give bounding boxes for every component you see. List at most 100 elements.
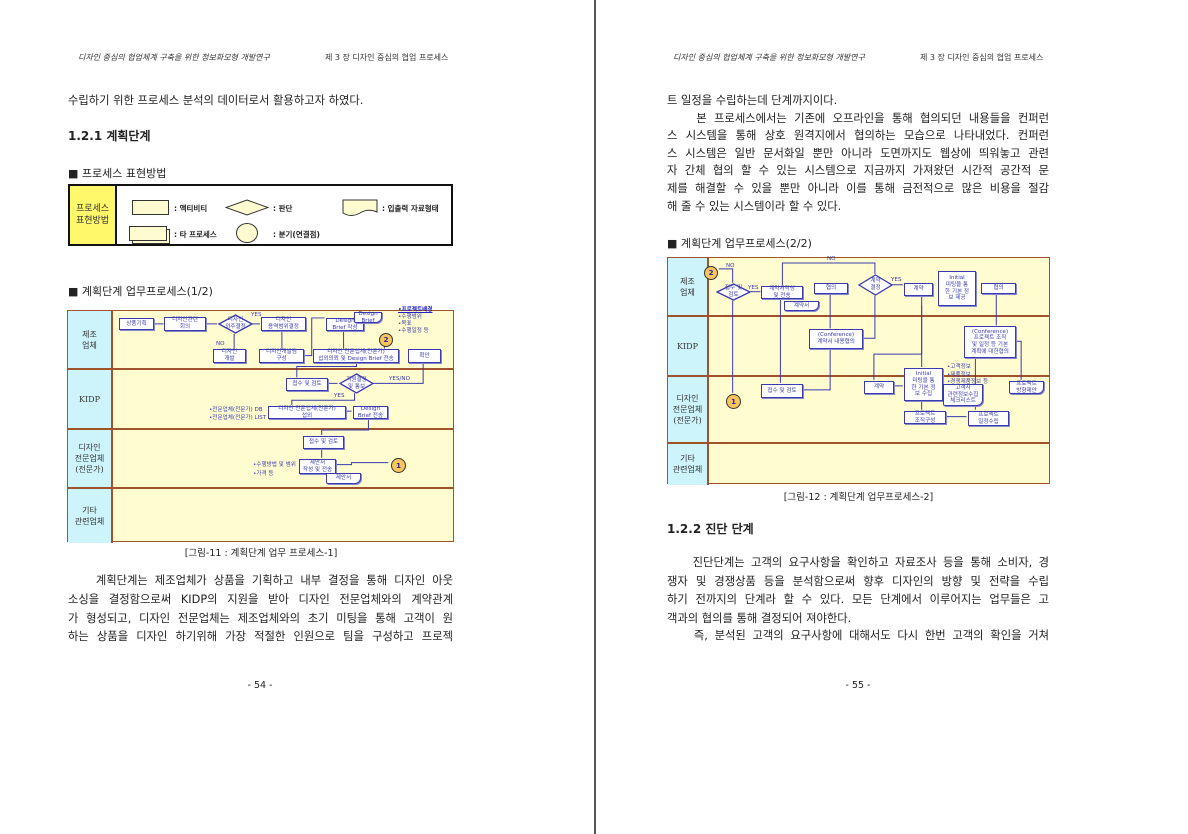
activity-contract-writing: 계약서작성 및 전송 [761,286,803,299]
label-yes: YES [891,277,902,283]
activity-request-firm: 디자인 전문업체(전문가) 섭외의뢰 및 Design Brief 전송 [313,349,399,363]
label-no: NO [827,256,836,262]
body-line: 객과의 협의를 통해 결정되어 져야한다. [667,612,852,625]
body-line: 스 시스템은 일반 문서화일 뿐만 아니라 도면까지도 웹상에 띄워놓고 관련 [667,147,1049,160]
decision-label: 디자인 외주결정 [225,317,246,330]
activity-scope-decision: 디자인 용역범위결정 [261,317,306,331]
body-line: 하는 상품을 디자인 하기위해 가장 적절한 인원으로 팀을 구성하고 프로젝 [68,630,453,643]
label-yes-no: YES/NO [389,376,410,382]
body-line: 진단단계는 고객의 요구사항을 확인하고 자료조사 등을 통해 소비자, 경 [667,556,1049,569]
activity-project-organization: 프로젝트 조직구성 [904,411,946,424]
legend-decision: : 판단 [273,204,293,213]
activity-conference-contract: (Conference) 계약서 내용협의 [809,329,863,349]
legend-other-process: : 타 프로세스 [174,230,217,239]
note: •수행방법 및 범위 [253,462,296,468]
activity-firm-review: 접수 및 검토 [303,436,344,449]
diagram-heading: ■ 계획단계 업무프로세스(2/2) [667,237,812,250]
connector-lines [153,317,424,466]
connector-2: 2 [379,333,393,347]
lane-other: 기타 관련업체 [668,443,709,485]
body-line: 가 형성되고, 디자인 전문업체는 제조업체와의 초기 미팅을 통해 고객이 원 [68,612,453,625]
note: •목표 [398,321,412,327]
activity-shape-icon [132,200,169,215]
label-yes: YES [748,285,759,291]
legend-heading: ■ 프로세스 표현방법 [68,167,167,180]
label-no: NO [216,341,225,347]
activity-proposal: 제안서 작성 및 전송 [299,459,336,474]
page-number: - 54 - [247,680,273,691]
decision-design-outsourcing: 디자인 외주결정 [218,314,253,334]
lane-manufacturer: 제조 업체 [68,311,113,369]
running-header-chapter: 제 3 장 디자인 중심의 협업 프로세스 [325,53,449,62]
body-line: 본 프로세스에서는 기존에 오프라인을 통해 협의되던 내용들을 컨퍼런 [667,112,1049,125]
body-line: 제를 해결할 수 있을 뿐만 아니라 이를 통해 금전적으로 많은 비용을 절감 [667,182,1049,195]
note: •수행범위 [398,314,422,320]
activity-initial-meeting-collect: Initial 미팅을 통 한 기본 정 보 수집 [904,368,943,401]
document-contract: 계약서 [784,301,819,311]
note: •가격 등 [253,471,274,477]
body-line: 수립하기 위한 프로세스 분석의 데이터로서 활용하고자 하였다. [68,94,364,107]
legend-box: 프로세스 표현방법 : 액티비티 : 판단 : 입출력 자료형태 : 타 프로세… [68,184,453,246]
legend-document: : 입출력 자료형태 [382,204,439,213]
process-diagram-1: 제조 업체 KIDP 디자인 전문업체 (전문가) 기타 관련업체 상품기획 디… [67,307,454,543]
connector-2: 2 [704,266,718,280]
activity-firm-review: 접수 및 검토 [761,384,803,398]
activity-project-schedule: 프로젝트 일정수립 [968,411,1009,426]
activity-product-planning: 상품기획 [119,318,154,330]
body-line: 소싱을 결정함으로써 KIDP의 지원을 받아 디자인 전문업체와의 계약관계 [68,593,453,606]
section-title: 1.2.1 계획단계 [68,129,151,143]
connector-1: 1 [391,458,406,473]
body-line: 하기 전까지의 단계라 할 수 있다. 모든 단계에서 이루어지는 업무들은 고 [667,593,1049,606]
activity-design-development: 디자인 개발 [213,349,246,363]
activity-kidp-review: 접수 및 검토 [286,378,328,391]
lane-design-firm: 디자인 전문업체 (전문가) [68,429,113,488]
legend-label: 프로세스 표현방법 [70,186,117,244]
activity-engage-firm: 디자인 전문업체(전문가) 섭외 [268,406,346,419]
activity-team-setup: 디자인개발팀 구성 [259,349,304,363]
figure-caption: [그림-12 : 계획단계 업무프로세스-2] [783,492,934,503]
page-divider [594,0,596,834]
document-checklist: 고객사 관련정보수집 체크리스트 [943,384,983,406]
body-line: 스 시스템을 통해 상호 원격지에서 협의하는 모습으로 나타내었다. 컨퍼런 [667,129,1049,142]
page-number: - 55 - [845,680,871,691]
note: •고객정보 [947,364,971,370]
lane-kidp: KIDP [68,369,113,429]
running-header-title: 디자인 중심의 협업체계 구축을 위한 정보화모형 개발연구 [673,53,865,62]
note: •경쟁제품정보 등 [947,379,989,385]
running-header-title: 디자인 중심의 협업체계 구축을 위한 정보화모형 개발연구 [78,53,270,62]
lane-other: 기타 관련업체 [68,488,113,543]
body-line: 쟁자 및 경쟁상품 등을 분석함으로써 향후 디자인의 방향 및 전략을 수립 [667,575,1049,588]
decision-label: 지원결정 및 통보 [346,376,367,390]
decision-label: 계약 결정 [870,278,881,291]
body-line: 자 간체 협의 할 수 있는 시스템으로 지금까지 가져왔던 시간적 공간적 문 [667,164,1049,177]
document-project-direction: 프로젝트 방향제안 [1009,381,1044,394]
note: •수행일정 등 [398,328,429,334]
figure-caption: [그림-11 : 계획단계 업무 프로세스-1] [184,548,338,559]
note: •제품정보 [947,372,971,378]
connector-1: 1 [726,394,741,409]
other-process-shape-icon [129,226,167,241]
body-line: 트 일정을 수립하는데 단계까지이다. [667,94,838,107]
legend-branch: : 분기(연결점) [273,230,320,239]
note: •프로젝트배경 [398,307,433,313]
activity-contract: 계약 [904,283,933,296]
section-title: 1.2.2 진단 단계 [667,522,754,536]
lane-manufacturer: 제조 업체 [668,258,709,316]
activity-negotiation: 협의 [981,283,1016,294]
legend-activity: : 액티비티 [174,204,208,213]
activity-initial-meeting-provide: Initial 미팅을 통 한 기본 정 보 제공 [938,271,976,306]
body-line: 즉, 분석된 고객의 요구사항에 대해서도 다시 한번 고객의 확인을 거쳐 [667,629,1049,642]
process-diagram-2: 제조 업체 KIDP 디자인 전문업체 (전문가) 기타 관련업체 2 1 접수… [667,256,1050,485]
activity-send-brief: Design Brief 전송 [353,406,388,419]
activity-negotiation: 협의 [814,283,848,294]
lane-kidp: KIDP [668,316,709,376]
running-header-chapter: 제 3 장 디자인 중심의 협업 프로세스 [920,53,1044,62]
decision-review: 접수 및 검토 [716,283,751,301]
activity-confirm: 확인 [408,349,441,363]
document-shape-icon [342,199,378,216]
body-line: 계획단계는 제조업체가 상품을 기획하고 내부 결정을 통해 디자인 아웃 [68,574,453,587]
document-design-brief: Design Brief [354,311,382,324]
lane-design-firm: 디자인 전문업체 (전문가) [668,376,709,443]
decision-support: 지원결정 및 통보 [339,373,374,394]
label-no: NO [726,263,735,269]
